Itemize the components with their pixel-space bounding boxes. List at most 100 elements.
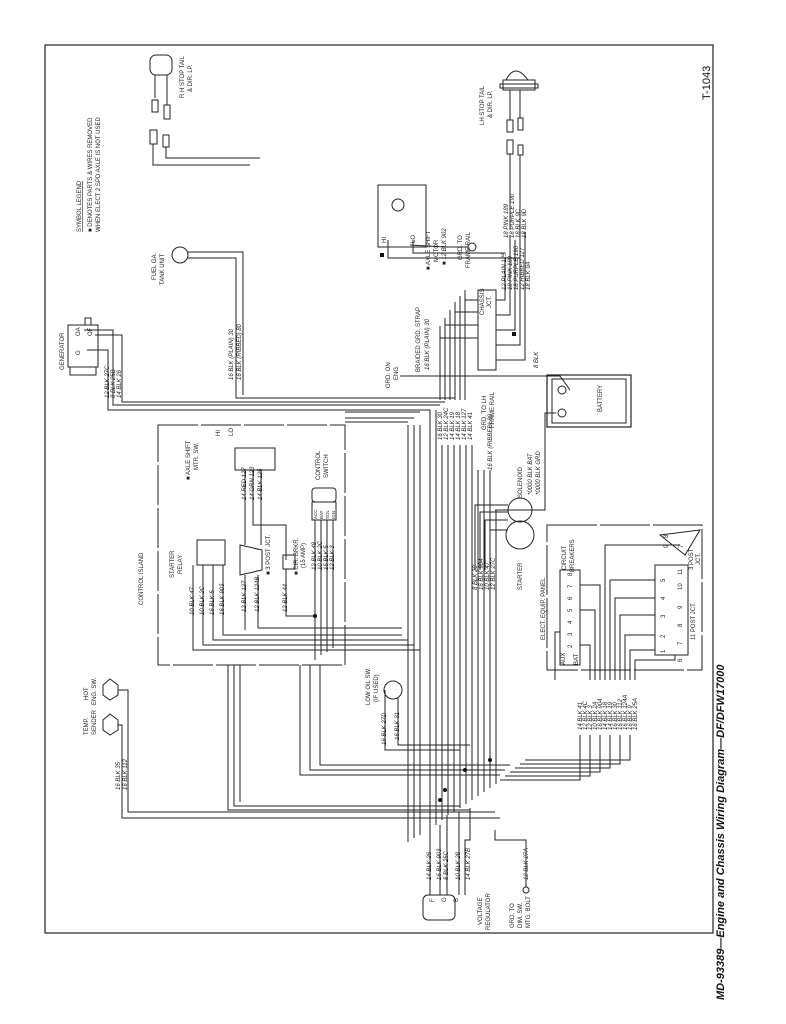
braided-strap-label: BRAIDED GRD. STRAP [416,307,422,372]
wire-label: 16 BLK 35 [116,761,122,790]
jct11-label: 11 POST JCT. [691,602,697,640]
diagram-frame [44,44,714,934]
wire-label: 16 BLK 112 [123,758,129,790]
wire-label: 14 BLK 127 [462,408,468,440]
bundle-top: 16 BLK 30 12 BLK 24C 14 BLK 19 14 BLK 18… [345,407,497,842]
ground-terminal [522,886,530,894]
wire-label: 12 BLK 24C [444,407,450,440]
voltage-regulator [422,894,456,921]
wire-label: 18 PURPLE 190 [514,245,520,290]
cir-bkr-label-2: (15 AMP) [301,543,307,568]
jct11-term: 2 [661,634,667,638]
wire-label: *0000 BLK GRD [536,451,542,495]
elect-equip-panel: ELECT. EQUIP. PANEL CIRCUIT BREAKERS AUX… [541,524,703,680]
wire-label: 10 BLK 28 [456,851,462,880]
wire-label: 16 BLK 124A [623,695,629,730]
fuel-gauge-tank-unit: FUEL GA. TANK UNIT 16 BLK (PLAIN) 30 16 … [152,246,455,399]
wire-label: 16 BLK 5 [210,590,216,615]
low-oil-label-2: (IF USED) [374,674,380,702]
jct11-term: 1 [661,649,667,653]
starter-relay-label-1: STARTER [170,550,176,578]
three-post-jct-label: ■ 3 POST JCT. [266,534,272,575]
figure-code: T-1043 [701,66,713,100]
wire-label: 18 PINK 189 [504,203,510,238]
wire-label: 18 BLK 9D [522,208,528,238]
panel-term-7: 7 [568,584,574,588]
fuel-gauge-label-1: FUEL GA. [152,253,158,280]
circuit-breakers-label-1: CIRCUIT [562,545,568,570]
generator-term-oa: OA [76,327,82,336]
grd-lh-rail-2: FRAME RAIL [490,391,496,428]
lh-lamp-label-1: LH STOP TAIL [480,85,486,125]
jct11-term: 4 [661,596,667,600]
wire-label: 8 BLK 25B [111,369,117,398]
cir-bkr-label-1: ■ CIR. BRKR. [294,537,300,575]
axle-motor-label-2: MOTOR [434,239,440,262]
chassis-junction: CHASSIS JCT. 12 PLAIN 125 18 PINK 189 18… [439,193,532,400]
wire-label: 18 BLK 9A [526,261,532,290]
grd-on-eng-2: ENG. [394,365,400,380]
axle-switch-lo: LO [229,428,235,436]
chassis-jct-label-2: JCT. [487,296,493,308]
solenoid [507,497,533,523]
wire-label: 16 BLK 904 [598,698,604,730]
wire-label: 12 BLK 27A [524,848,530,880]
circuit-breakers-label-2: BREAKERS [570,539,576,572]
control-switch-label-2: SWITCH [324,454,330,478]
wire-label: 16 BLK 9 [628,705,634,730]
jct11-term: 6 [678,658,684,662]
wire-label: 12 BLK 127 [242,580,248,612]
panel-term-6: 6 [568,596,574,600]
hot-eng-switch [102,678,119,701]
rh-lamp-label-1: R H STOP TAIL [180,55,186,98]
wire-label: 16 BLK 30 [613,701,619,730]
control-switch-term-sol: SOL [325,509,330,519]
wire-label: 14 BLK 19 [450,411,456,440]
jct11-term: 11 [678,568,684,575]
legend-title: SYMBOL LEGEND [77,180,83,232]
panel-term-3: 3 [568,632,574,636]
jct3-term-9: 9 [664,544,670,548]
wire-label: 12 BLK 48 [312,541,318,570]
wire-label: 12 BLK 3 [330,545,336,570]
legend-line-1: ■ DENOTES PARTS & WIRES REMOVED [88,117,94,232]
control-switch-term-ign: IGN [331,511,336,519]
wire-label: 14 BLK 41 [468,412,474,440]
wire-label: 12 PLAIN 125 [502,252,508,290]
panel-term-2: 2 [568,644,574,648]
three-post-junction [239,544,263,576]
battery-ground: BRAIDED GRD. STRAP 16 BLK (PLAIN) 30 GRD… [386,307,632,511]
panel-term-4: 4 [568,620,574,624]
temp-sender-label-1: TEMP. [84,717,90,735]
solenoid-label: SOLENOID [518,466,524,498]
jct3-term-8: 8 [664,534,670,538]
axle-motor-term-lo: LO [411,235,417,243]
wire-label: 12 BLK 3 [588,705,594,730]
eleven-post-junction [654,564,689,656]
control-switch [311,487,337,503]
wire-label: *0000 BLK BAT [528,452,534,495]
generator-term-of: OF [88,327,94,336]
jct11-term: 8 [678,623,684,627]
control-switch-term-bat: BAT [319,510,324,519]
generator-label: GENERATOR [60,332,66,370]
wire-label: 10 BLK 2C [200,585,206,615]
jct11-term: 7 [678,641,684,645]
hot-eng-label-1: HOT [84,687,90,700]
grd-dim-label-2: DIM. SW. [518,902,524,928]
wire-label: 12 BLK 27C [105,365,111,398]
wire-label: 16 BLK 25A [633,698,639,730]
wire-label: 18 PURPLE 190 [510,193,516,238]
wire-label: 14 GRN 123 [250,466,256,500]
low-oil-switch [383,680,403,700]
wire-label: 16 BLK (PLAIN) 30 [425,318,431,370]
jct11-term: 9 [678,605,684,609]
generator-term-g: G [76,350,82,355]
jct11-term: 10 [678,583,684,590]
wire-label: 16 BLK (PLAIN) 30 [229,328,235,380]
control-switch-term-acc: ACC [313,509,318,519]
wire-label: 14 BLK 27B [466,848,472,880]
jct3-label-2: JCT. [696,553,702,565]
wire-label: 14 BLK 26 [117,369,123,398]
